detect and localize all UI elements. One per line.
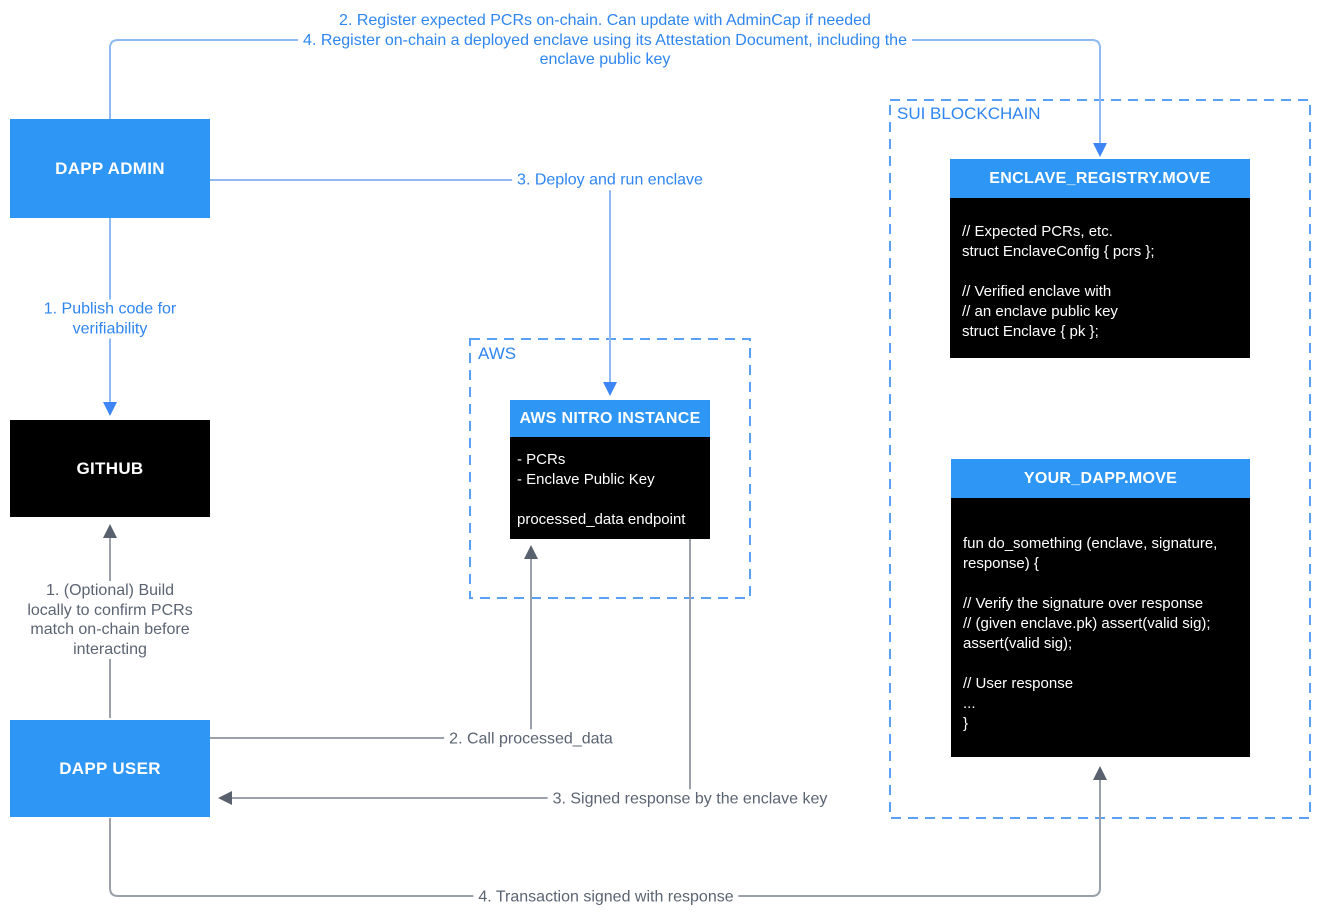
card-your-dapp: YOUR_DAPP.MOVE fun do_something (enclave… xyxy=(951,459,1250,757)
aws-group-label: AWS xyxy=(478,344,517,363)
label-register-pcrs: 2. Register expected PCRs on-chain. Can … xyxy=(298,10,912,70)
card-aws-nitro-instance: AWS NITRO INSTANCE - PCRs- Enclave Publi… xyxy=(510,400,710,539)
label-transaction-signed: 4. Transaction signed with response xyxy=(473,887,739,907)
connector-deploy-enclave xyxy=(210,179,611,382)
label-call-processed-data: 2. Call processed_data xyxy=(444,729,618,749)
arrowhead-publish-code xyxy=(103,402,117,416)
arrowhead-deploy-enclave xyxy=(603,382,617,396)
arrowhead-transaction-signed xyxy=(1093,766,1107,780)
label-publish-code: 1. Publish code for verifiability xyxy=(38,299,182,339)
node-github: GITHUB xyxy=(10,420,210,517)
arrowhead-call-processed-data xyxy=(524,545,538,559)
dapp-user-label: DAPP USER xyxy=(59,758,161,778)
your-dapp-code: fun do_something (enclave, signature,res… xyxy=(951,498,1250,757)
aws-nitro-instance-code: - PCRs- Enclave Public Key processed_dat… xyxy=(510,437,710,539)
arrowhead-signed-response xyxy=(218,791,232,805)
enclave-registry-code: // Expected PCRs, etc.struct EnclaveConf… xyxy=(950,198,1250,358)
arrowhead-optional-build xyxy=(103,524,117,538)
label-signed-response: 3. Signed response by the enclave key xyxy=(547,789,833,809)
connector-call-processed-data xyxy=(210,558,532,739)
card-enclave-registry: ENCLAVE_REGISTRY.MOVE // Expected PCRs, … xyxy=(950,159,1250,358)
arrowhead-register-pcrs xyxy=(1093,143,1107,157)
sui-blockchain-group-label: SUI BLOCKCHAIN xyxy=(897,104,1041,123)
connector-signed-response xyxy=(232,539,691,799)
node-dapp-user: DAPP USER xyxy=(10,720,210,817)
node-dapp-admin: DAPP ADMIN xyxy=(10,119,210,218)
aws-nitro-instance-title: AWS NITRO INSTANCE xyxy=(510,400,710,437)
label-optional-build: 1. (Optional) Build locally to confirm P… xyxy=(22,581,198,659)
your-dapp-title: YOUR_DAPP.MOVE xyxy=(951,459,1250,498)
enclave-registry-title: ENCLAVE_REGISTRY.MOVE xyxy=(950,159,1250,198)
github-label: GITHUB xyxy=(76,458,144,478)
dapp-admin-label: DAPP ADMIN xyxy=(55,158,165,178)
label-deploy-enclave: 3. Deploy and run enclave xyxy=(512,170,708,190)
